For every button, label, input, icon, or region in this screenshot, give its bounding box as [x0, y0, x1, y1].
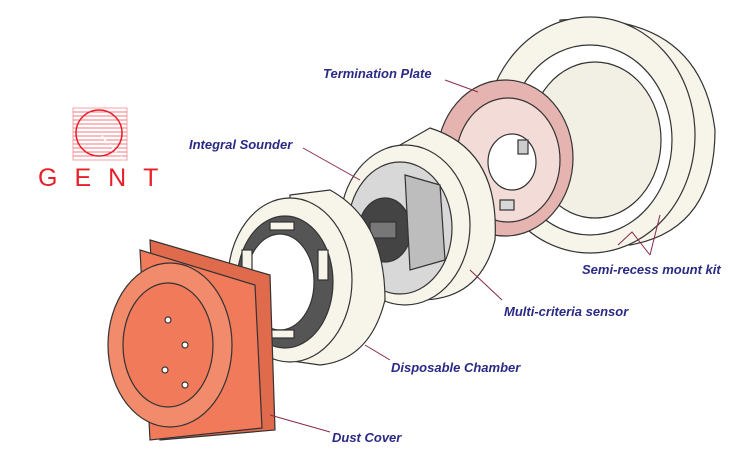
label-multi-criteria-sensor: Multi-criteria sensor — [504, 304, 629, 319]
label-dust-cover: Dust Cover — [332, 430, 402, 445]
leader-lines — [269, 79, 661, 433]
label-termination-plate: Termination Plate — [323, 66, 432, 81]
dust-cover — [107, 239, 276, 441]
label-integral-sounder: Integral Sounder — [189, 137, 293, 152]
label-semi-recess-mount-kit: Semi-recess mount kit — [582, 262, 721, 277]
disposable-chamber — [227, 189, 386, 366]
gent-logo-text: GENT — [38, 164, 176, 192]
gent-logo-mark — [72, 107, 128, 161]
label-disposable-chamber: Disposable Chamber — [391, 360, 521, 375]
